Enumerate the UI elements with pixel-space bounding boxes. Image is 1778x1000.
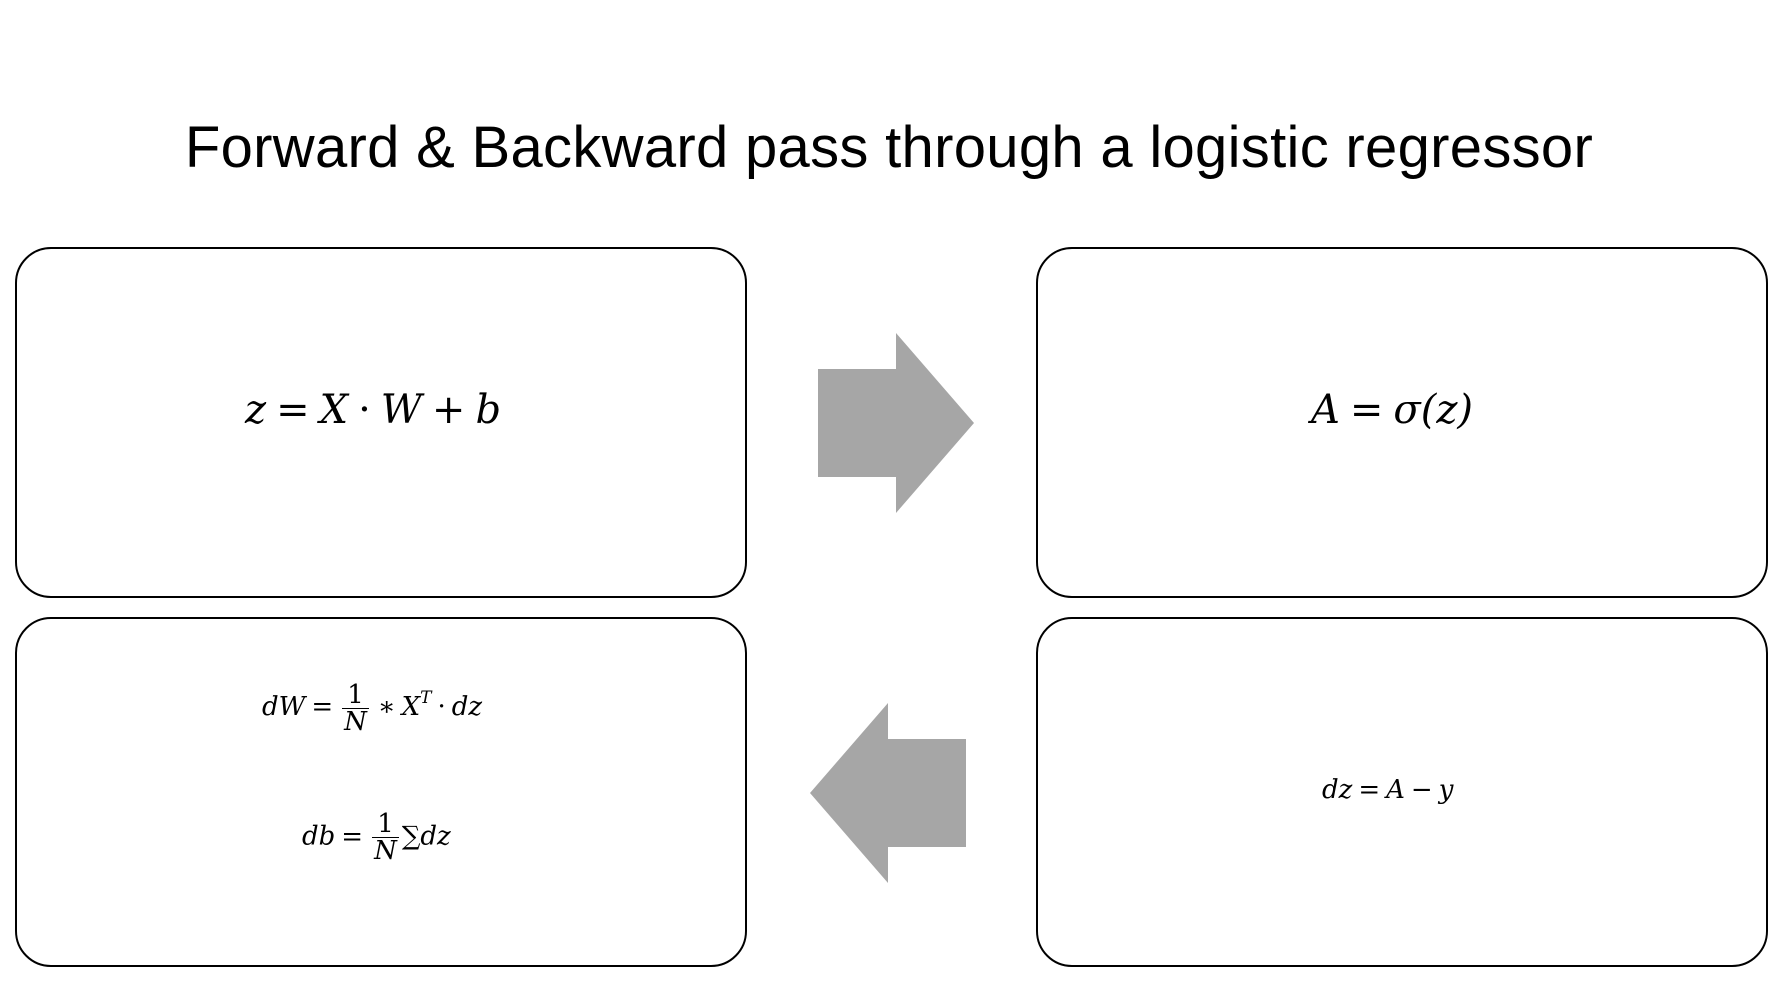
summation-sign: ∑ [401, 821, 421, 852]
equals-sign: = [341, 821, 364, 852]
activation-box: A=σ(z) [1036, 247, 1768, 598]
x-var: X [401, 692, 421, 722]
forward-linear-box: z=X·W+b [15, 247, 747, 598]
equals-sign: = [1349, 387, 1384, 433]
fraction-numerator: 1 [342, 682, 369, 709]
dot-operator: · [437, 692, 446, 722]
dw-lhs: dW [262, 692, 306, 722]
a-var: A [1311, 387, 1340, 433]
dz-var: dz [420, 821, 451, 852]
slide-title: Forward & Backward pass through a logist… [184, 115, 1594, 180]
equals-sign: = [311, 692, 334, 722]
minus-sign: − [1410, 775, 1433, 805]
error-equation: dz=A−y [1322, 773, 1453, 807]
equals-sign: = [276, 387, 310, 433]
block-arrow-left-icon [810, 703, 966, 883]
arrow-shape [810, 703, 966, 883]
sigma-call: σ(z) [1393, 387, 1473, 433]
dz-var: dz [1322, 775, 1353, 805]
block-arrow-right-icon [818, 333, 974, 513]
x-var: X [319, 387, 349, 433]
activation-equation: A=σ(z) [1311, 385, 1473, 435]
fraction-numerator: 1 [372, 811, 399, 838]
db-lhs: db [302, 821, 336, 852]
a-var: A [1386, 775, 1405, 805]
y-var: y [1438, 775, 1454, 805]
error-box: dz=A−y [1036, 617, 1768, 967]
linear-equation: z=X·W+b [245, 385, 501, 435]
dz-var: dz [451, 692, 483, 722]
times-operator: ∗ [377, 692, 396, 722]
z-var: z [245, 387, 267, 433]
arrow-shape [818, 333, 974, 513]
plus-sign: + [431, 387, 466, 433]
fraction-denominator: N [344, 706, 367, 737]
equals-sign: = [1358, 775, 1381, 805]
transpose-superscript: T [420, 688, 432, 708]
b-var: b [475, 387, 502, 433]
w-var: W [380, 387, 422, 433]
dot-operator: · [358, 387, 371, 433]
fraction-denominator: N [374, 836, 397, 866]
